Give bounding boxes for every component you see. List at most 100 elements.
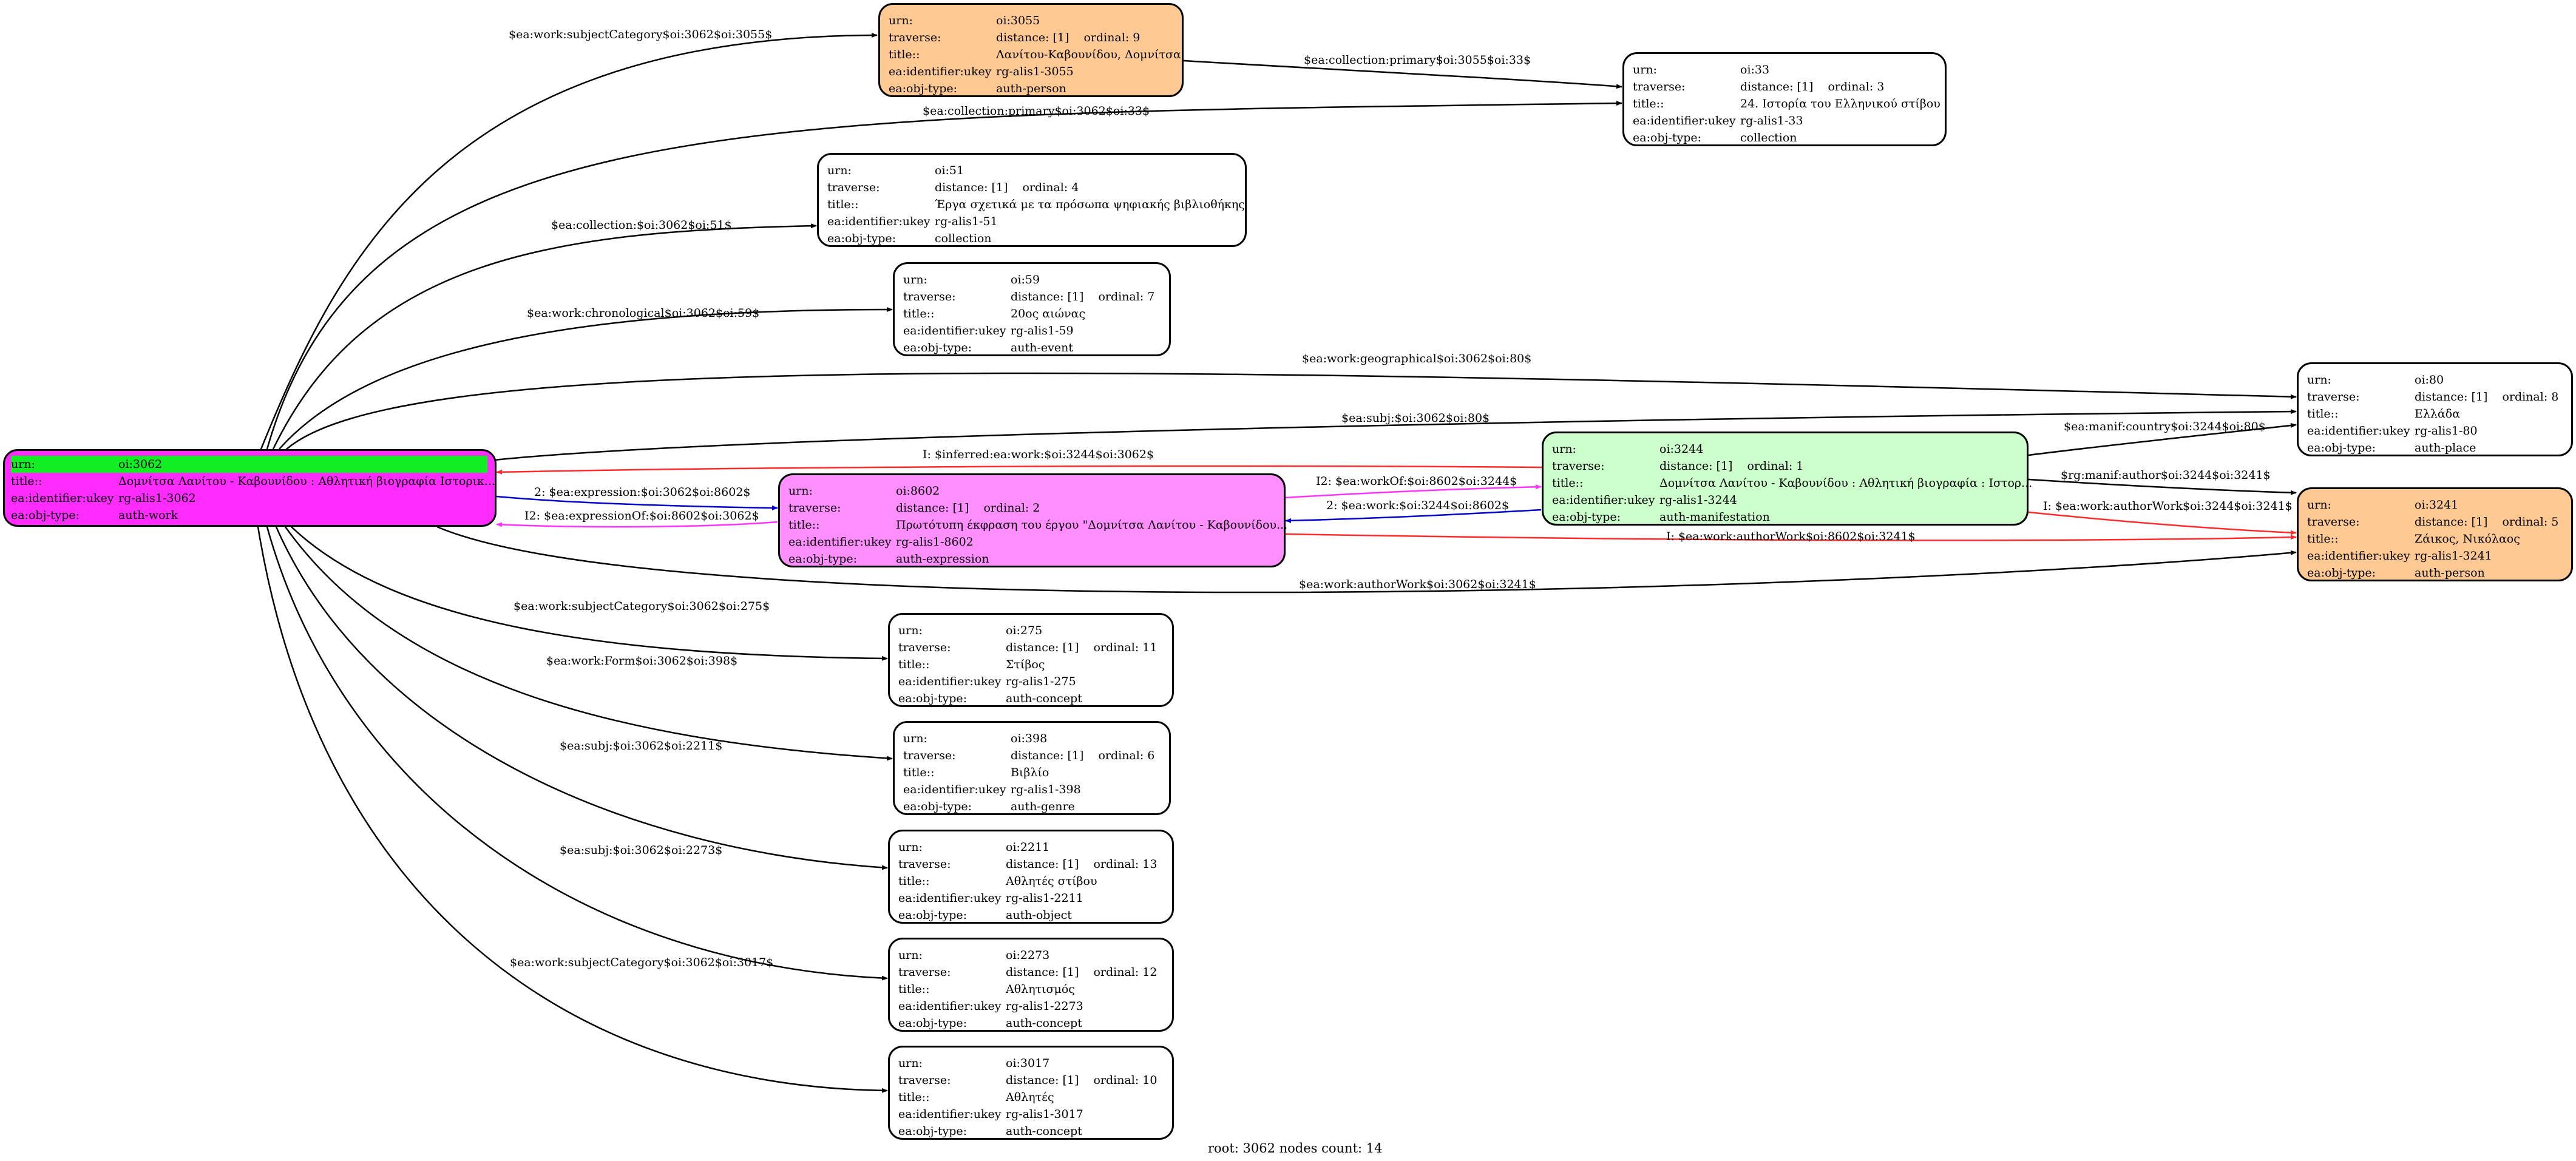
node-objtype-row: ea:obj-type:auth-expression	[788, 552, 989, 566]
node-traverse-row: traverse:distance: [1]ordinal: 6	[903, 749, 1155, 762]
node-objtype-row: ea:obj-type:auth-work	[11, 509, 178, 522]
edge-3062-51	[272, 223, 817, 450]
edge-3062-59	[279, 307, 893, 450]
node-traverse-row: traverse:distance: [1]ordinal: 11	[898, 641, 1158, 654]
node-urn-row: urn:oi:8602	[788, 484, 940, 498]
node-urn-row: urn:oi:33	[1633, 63, 1770, 76]
edge-label: $ea:subj:$oi:3062$oi:2211$	[560, 739, 723, 753]
edge-label: $ea:collection:primary$oi:3055$oi:33$	[1304, 53, 1531, 67]
edge-label: $ea:subj:$oi:3062$oi:80$	[1341, 411, 1490, 425]
node-objtype-row: ea:obj-type:auth-concept	[898, 692, 1082, 705]
edge-3244-8602	[1285, 509, 1542, 523]
node-objtype-row: ea:obj-type:auth-manifestation	[1552, 510, 1770, 524]
edge-label: $ea:work:geographical$oi:3062$oi:80$	[1302, 352, 1532, 365]
node-traverse-row: traverse:distance: [1]ordinal: 13	[898, 858, 1158, 871]
edge-label: $ea:work:Form$oi:3062$oi:398$	[546, 654, 738, 668]
node-398[interactable]: urn:oi:398 traverse:distance: [1]ordinal…	[893, 721, 1171, 815]
edge-label: $ea:collection:$oi:3062$oi:51$	[551, 218, 732, 232]
node-traverse-row: traverse:distance: [1]ordinal: 4	[827, 181, 1079, 194]
edge-label: 2: $ea:expression:$oi:3062$oi:8602$	[534, 486, 751, 499]
node-title-row: title::20ος αιώνας	[903, 307, 1086, 320]
edge-3062-3241	[436, 526, 2297, 594]
node-3244[interactable]: urn:oi:3244 traverse:distance: [1]ordina…	[1542, 432, 2033, 526]
edge-label: I: $inferred:ea:work:$oi:3244$oi:3062$	[923, 448, 1154, 461]
node-3055[interactable]: urn:oi:3055 traverse:distance: [1]ordina…	[878, 3, 1184, 97]
edge-3062-80-subj	[494, 409, 2297, 461]
node-traverse-row: traverse:distance: [1]ordinal: 12	[898, 966, 1158, 979]
edge-3062-398	[284, 526, 893, 761]
node-59[interactable]: urn:oi:59 traverse:distance: [1]ordinal:…	[893, 262, 1171, 356]
node-2273[interactable]: urn:oi:2273 traverse:distance: [1]ordina…	[888, 938, 1174, 1032]
edge-label: I: $ea:work:authorWork$oi:3244$oi:3241$	[2043, 499, 2293, 513]
node-8602[interactable]: urn:oi:8602 traverse:distance: [1]ordina…	[778, 473, 1288, 567]
edge-3062-2273	[266, 526, 888, 981]
edge-label: I2: $ea:workOf:$oi:8602$oi:3244$	[1316, 475, 1517, 488]
node-traverse-row: traverse:distance: [1]ordinal: 2	[788, 501, 1040, 515]
node-objtype-row: ea:obj-type:auth-concept	[898, 1125, 1082, 1138]
edge-label: $ea:work:subjectCategory$oi:3062$oi:275$	[514, 600, 770, 613]
node-3241[interactable]: urn:oi:3241 traverse:distance: [1]ordina…	[2297, 487, 2573, 581]
node-traverse-row: traverse:distance: [1]ordinal: 8	[2307, 390, 2559, 404]
node-traverse-row: traverse:distance: [1]ordinal: 10	[898, 1074, 1158, 1087]
edge-label: $ea:subj:$oi:3062$oi:2273$	[560, 844, 723, 857]
node-objtype-row: ea:obj-type:collection	[1633, 131, 1797, 144]
node-title-row: title::24. Ιστορία του Ελληνικού στίβου	[1633, 97, 1940, 110]
node-urn-row: urn:oi:3244	[1552, 442, 1704, 456]
edge-8602-3241	[1285, 533, 2297, 541]
node-title-row: title::Πρωτότυπη έκφραση του έργου "Δομν…	[788, 518, 1288, 532]
node-title-row: title::Λανίτου-Καβουνίδου, Δομνίτσα	[889, 48, 1181, 61]
edge-label: $ea:work:subjectCategory$oi:3062$oi:3017…	[510, 956, 774, 969]
edge-3062-3055	[260, 33, 878, 450]
node-title-row: title::Αθλητές στίβου	[898, 875, 1097, 888]
edge-3244-3241-manif	[2028, 478, 2297, 495]
node-2211[interactable]: urn:oi:2211 traverse:distance: [1]ordina…	[888, 830, 1174, 924]
node-objtype-row: ea:obj-type:auth-person	[889, 82, 1066, 95]
node-objtype-row: ea:obj-type:auth-genre	[903, 800, 1075, 813]
graph-footer-caption: root: 3062 nodes count: 14	[1208, 1141, 1383, 1156]
node-traverse-row: traverse:distance: [1]ordinal: 3	[1633, 80, 1885, 93]
node-objtype-row: ea:obj-type:auth-person	[2307, 566, 2485, 580]
node-urn-row: urn:oi:3062	[11, 456, 487, 473]
edge-label: I: $ea:work:authorWork$oi:8602$oi:3241$	[1666, 530, 1916, 543]
node-title-row: title::Βιβλίο	[903, 766, 1049, 779]
node-traverse-row: traverse:distance: [1]ordinal: 9	[889, 31, 1141, 44]
node-urn-row: urn:oi:2273	[898, 949, 1050, 962]
node-traverse-row: traverse:distance: [1]ordinal: 7	[903, 290, 1155, 303]
edge-label: $ea:manif:country$oi:3244$oi:80$	[2064, 420, 2266, 433]
node-3017[interactable]: urn:oi:3017 traverse:distance: [1]ordina…	[888, 1046, 1174, 1140]
node-title-row: title::Αθλητές	[898, 1091, 1054, 1104]
node-traverse-row: traverse:distance: [1]ordinal: 1	[1552, 459, 1804, 473]
edge-label: $ea:work:subjectCategory$oi:3062$oi:3055…	[509, 28, 773, 41]
node-title-row: title::Δομνίτσα Λανίτου - Καβουνίδου : Α…	[1552, 476, 2033, 490]
edge-3062-275	[291, 526, 888, 661]
node-33[interactable]: urn:oi:33 traverse:distance: [1]ordinal:…	[1622, 52, 1947, 146]
edge-8602-3062	[496, 521, 778, 528]
edge-3062-80-geo	[285, 372, 2297, 451]
edge-3062-8602	[496, 495, 778, 510]
edge-label: $rg:manif:author$oi:3244$oi:3241$	[2061, 469, 2271, 482]
node-urn-row: urn:oi:59	[903, 273, 1040, 286]
node-root-3062[interactable]: urn:oi:3062 title::Δομνίτσα Λανίτου - Κα…	[3, 449, 497, 527]
node-80[interactable]: urn:oi:80 traverse:distance: [1]ordinal:…	[2297, 362, 2573, 456]
node-urn-row: urn:oi:51	[827, 164, 964, 177]
node-title-row: title::Ζάικος, Νικόλαος	[2307, 532, 2520, 546]
node-objtype-row: ea:obj-type:collection	[827, 232, 992, 245]
node-title-row: title::Αθλητισμός	[898, 983, 1075, 996]
node-urn-row: urn:oi:275	[898, 624, 1043, 637]
node-objtype-row: ea:obj-type:auth-concept	[898, 1017, 1082, 1030]
edge-8602-3244	[1285, 484, 1542, 499]
node-51[interactable]: urn:oi:51 traverse:distance: [1]ordinal:…	[817, 153, 1247, 247]
node-275[interactable]: urn:oi:275 traverse:distance: [1]ordinal…	[888, 613, 1174, 707]
